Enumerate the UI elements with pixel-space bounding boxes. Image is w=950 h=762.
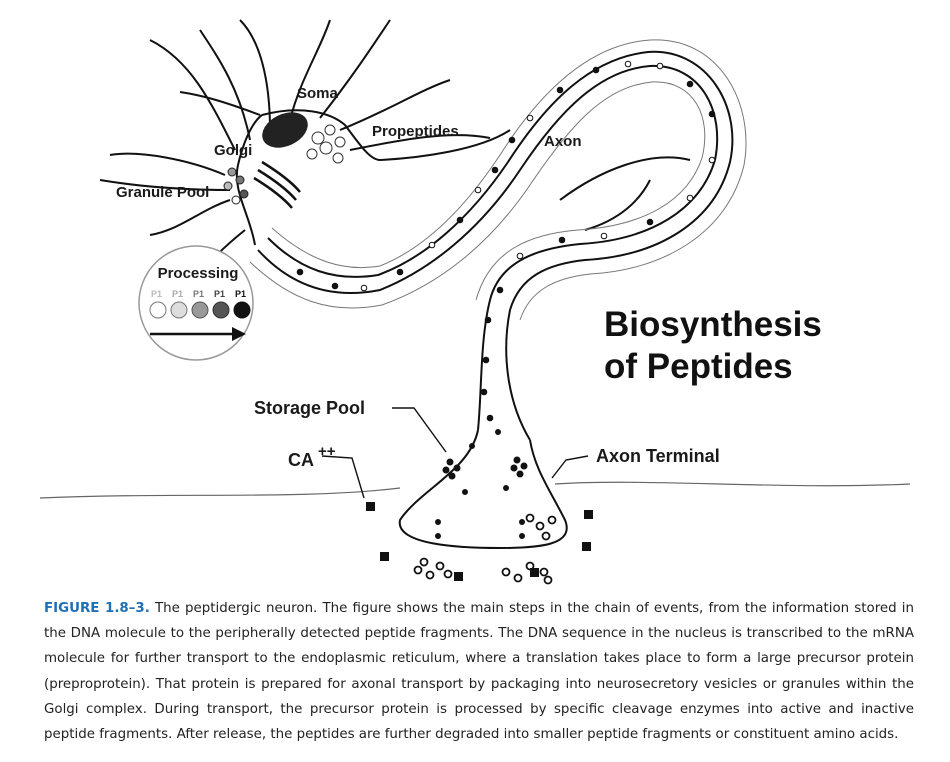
axon-terminal — [398, 429, 568, 550]
figure-title-line1: Biosynthesis — [604, 305, 822, 344]
granule-pool-label: Granule Pool — [116, 184, 209, 201]
svg-text:P1: P1 — [193, 289, 204, 299]
figure-caption: FIGURE 1.8–3. The peptidergic neuron. Th… — [44, 596, 914, 747]
processing-inset: Processing P1 P1 P1 P1 P1 — [138, 245, 254, 361]
svg-text:P1: P1 — [235, 289, 246, 299]
golgi-label: Golgi — [214, 142, 252, 159]
storage-pool-vesicles — [435, 429, 528, 539]
svg-text:P1: P1 — [151, 289, 162, 299]
calcium-ions — [366, 502, 593, 581]
calcium-charge-label: ++ — [318, 443, 336, 460]
dendrites — [99, 19, 691, 291]
axon — [249, 39, 747, 441]
golgi-apparatus — [253, 160, 301, 209]
processing-label: Processing — [158, 265, 239, 282]
caption-text: The peptidergic neuron. The figure shows… — [44, 601, 915, 743]
released-peptides — [413, 513, 557, 585]
nucleus — [262, 112, 308, 148]
svg-text:P1: P1 — [172, 289, 183, 299]
caption-label: FIGURE 1.8–3. — [44, 601, 150, 616]
axon-label: Axon — [544, 133, 582, 150]
leader-lines — [321, 407, 589, 499]
propeptides-label: Propeptides — [372, 123, 459, 140]
neuron-diagram: Processing P1 P1 P1 P1 P1 Soma Golgi Gra… — [39, 19, 911, 585]
figure-title-line2: of Peptides — [604, 347, 793, 386]
soma-outline — [235, 109, 511, 246]
svg-text:P1: P1 — [214, 289, 225, 299]
soma-label: Soma — [297, 85, 339, 102]
storage-pool-label: Storage Pool — [254, 398, 365, 418]
postsynaptic-membrane — [39, 481, 911, 499]
processing-stages-labels: P1 P1 P1 P1 P1 — [151, 289, 246, 299]
endoplasmic-reticulum — [306, 124, 346, 164]
granule-pool-vesicles — [223, 167, 249, 205]
transport-granules — [296, 60, 716, 422]
axon-terminal-label: Axon Terminal — [596, 446, 720, 466]
calcium-label: CA — [288, 450, 314, 470]
